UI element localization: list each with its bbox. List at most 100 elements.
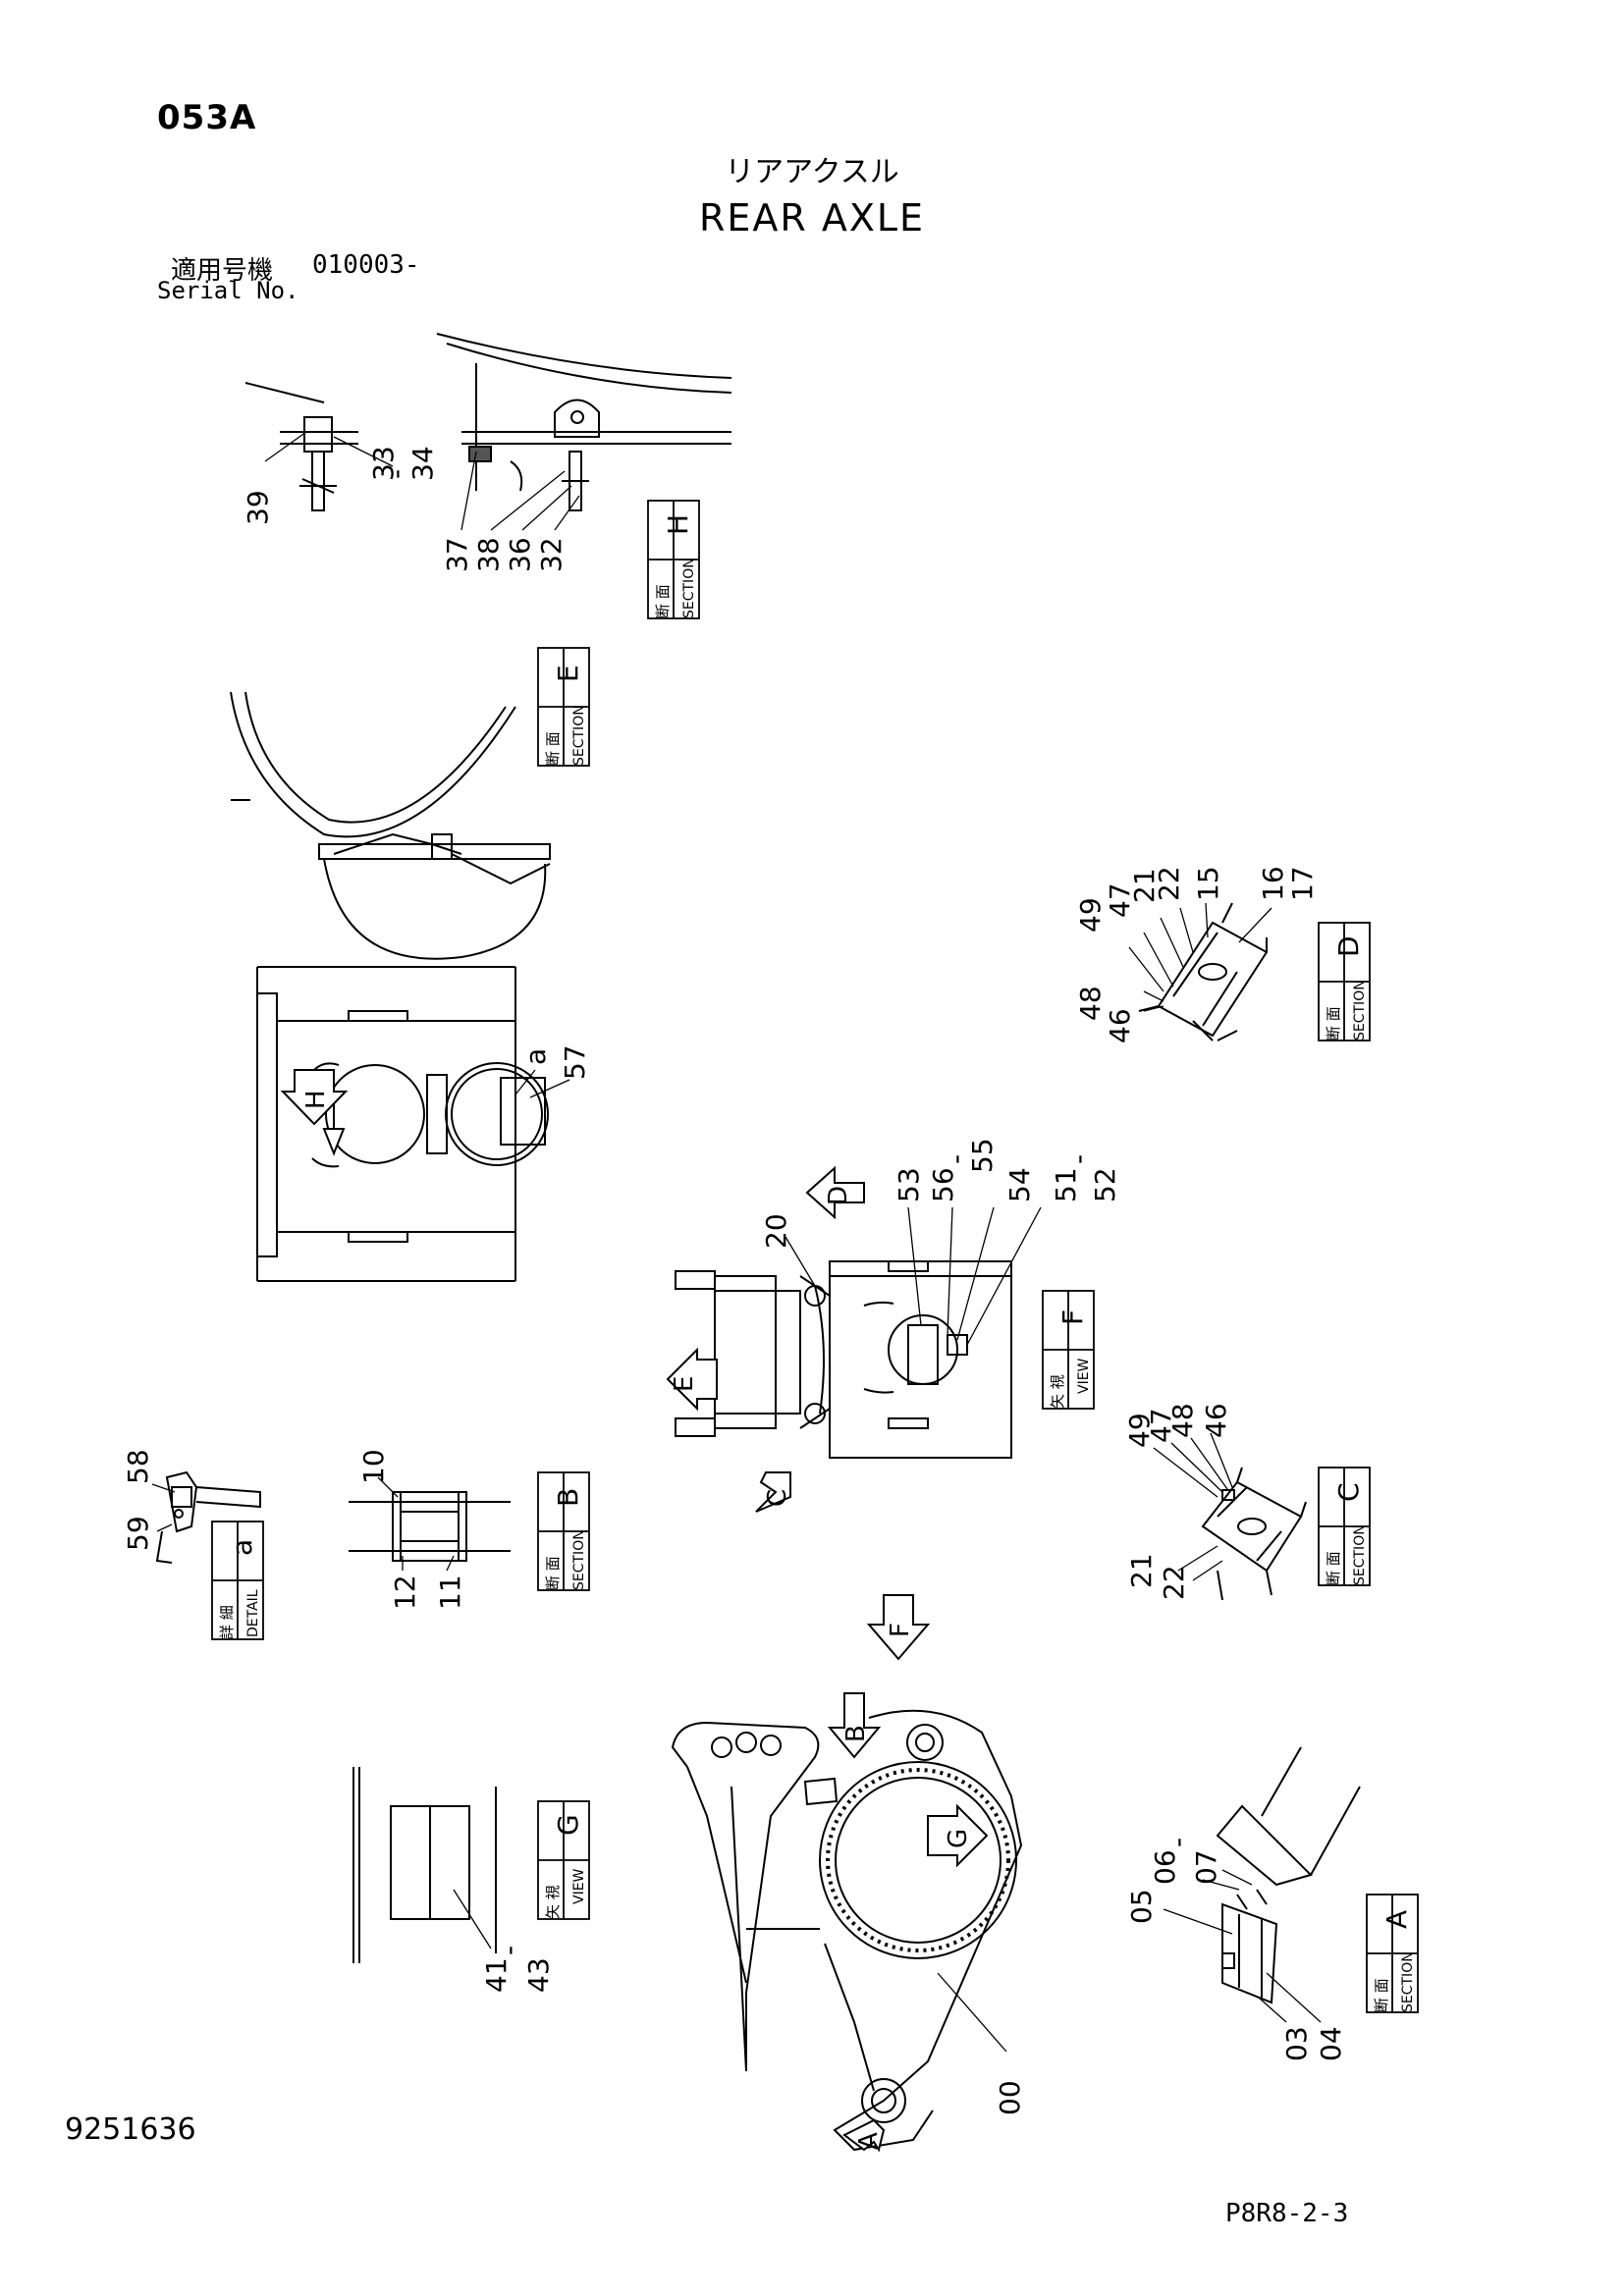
- section-a-drawing: [1216, 1746, 1361, 2004]
- part-43: 43: [522, 1957, 555, 1993]
- arrow-letter-f: F: [886, 1623, 915, 1637]
- part-00: 00: [994, 2080, 1026, 2115]
- part-dash-g: -: [493, 1946, 525, 1955]
- section-a-letter: A: [1380, 1910, 1413, 1929]
- arrow-letter-a: A: [854, 2132, 884, 2150]
- part-47-c: 47: [1145, 1408, 1177, 1443]
- part-47-d: 47: [1104, 882, 1136, 918]
- arrow-g-shape: [927, 1803, 989, 1868]
- part-53: 53: [893, 1167, 925, 1202]
- main-axle-drawing: [671, 1709, 1023, 2152]
- view-g-letter: G: [552, 1814, 584, 1836]
- part-dash-f2: -: [1062, 1154, 1095, 1164]
- view-arrows: [280, 1069, 989, 2153]
- part-39: 39: [242, 490, 274, 525]
- plan-leaders: [514, 1069, 570, 1098]
- part-21-d: 21: [1128, 868, 1161, 903]
- view-f-drawing: [675, 1260, 1012, 1459]
- arrow-letter-h: H: [301, 1090, 331, 1109]
- part-11: 11: [434, 1575, 466, 1610]
- arrow-letter-g: G: [944, 1829, 973, 1848]
- part-36: 36: [504, 537, 536, 572]
- part-37: 37: [441, 537, 473, 572]
- part-12: 12: [389, 1575, 421, 1610]
- plan-view-drawing: [256, 966, 549, 1282]
- part-56: 56: [927, 1167, 959, 1202]
- section-tag-text: 断 面 SECTION H 断 面 SECTION E 断 面 SECTION …: [218, 514, 1416, 2012]
- main-axle-leaders: [937, 1972, 1007, 2053]
- section-d-letter: D: [1332, 935, 1365, 957]
- section-b-en: SECTION: [571, 1529, 587, 1590]
- part-34: 34: [406, 446, 439, 481]
- arrow-letters: H D E C F B G A: [301, 1090, 973, 2150]
- part-46-d: 46: [1104, 1008, 1136, 1043]
- detail-a-jp: 詳 細: [218, 1605, 236, 1639]
- arrow-d-shape: [805, 1165, 865, 1220]
- detail-a-en: DETAIL: [245, 1589, 261, 1637]
- part-48-c: 48: [1166, 1403, 1199, 1438]
- view-f-en: VIEW: [1076, 1358, 1092, 1394]
- part-21-c: 21: [1125, 1553, 1158, 1588]
- part-number-labels: 39 33 - 34 37 38 36 32 49 47 21 22 15 16…: [122, 446, 1347, 2115]
- part-dash-f1: -: [940, 1154, 972, 1164]
- section-a-en: SECTION: [1400, 1951, 1416, 2012]
- part-57: 57: [559, 1044, 591, 1080]
- section-e-drawing: [230, 691, 551, 960]
- view-f-letter: F: [1056, 1309, 1089, 1325]
- arrow-b-shape: [827, 1692, 882, 1759]
- part-49-d: 49: [1074, 897, 1107, 933]
- part-10: 10: [357, 1449, 390, 1484]
- part-46-c: 46: [1200, 1403, 1232, 1438]
- section-c-jp: 断 面: [1325, 1551, 1342, 1585]
- part-detail-a-callout: a: [519, 1048, 552, 1065]
- serial-value: 010003-: [312, 250, 420, 280]
- arrow-letter-e: E: [670, 1376, 699, 1392]
- arrow-letter-d: D: [824, 1186, 853, 1205]
- part-dash-h: -: [380, 469, 412, 479]
- section-tag-boxes: [211, 500, 1419, 2013]
- section-e-letter: E: [552, 665, 584, 682]
- section-a-leaders: [1163, 1869, 1322, 2023]
- section-c-drawing: [1201, 1467, 1307, 1601]
- document-number: 9251636: [65, 2112, 196, 2147]
- drawing-code: 053A: [157, 98, 257, 137]
- section-h-jp: 断 面: [654, 584, 672, 618]
- serial-label-japanese: 適用号機: [171, 256, 274, 286]
- arrow-letter-c: C: [763, 1489, 792, 1507]
- serial-label: Serial No.: [157, 277, 299, 304]
- part-17-d: 17: [1286, 866, 1319, 901]
- section-c-leaders: [1153, 1432, 1233, 1581]
- part-51: 51: [1050, 1167, 1082, 1202]
- part-15-d: 15: [1192, 866, 1224, 901]
- part-59: 59: [122, 1516, 154, 1551]
- part-03: 03: [1280, 2026, 1313, 2061]
- section-e-en: SECTION: [571, 705, 587, 766]
- detail-a-drawing: [155, 1470, 261, 1564]
- section-d-drawing: [1138, 902, 1269, 1041]
- view-g-jp: 矢 視: [544, 1885, 562, 1919]
- part-52: 52: [1089, 1167, 1121, 1202]
- arrow-e-shape: [666, 1347, 718, 1412]
- arrow-h-shape: [280, 1069, 349, 1126]
- section-b-letter: B: [552, 1488, 584, 1507]
- view-f-leaders: [785, 1206, 1042, 1346]
- part-06: 06: [1149, 1849, 1181, 1885]
- part-41: 41: [480, 1957, 513, 1993]
- part-58: 58: [122, 1449, 154, 1484]
- part-49-c: 49: [1123, 1413, 1156, 1448]
- part-20: 20: [760, 1213, 792, 1249]
- section-c-en: SECTION: [1352, 1524, 1368, 1585]
- view-g-en: VIEW: [571, 1868, 587, 1904]
- section-b-leaders: [377, 1476, 455, 1572]
- part-55: 55: [966, 1138, 999, 1173]
- view-g-leaders: [453, 1889, 492, 1949]
- part-dash-a: -: [1162, 1838, 1194, 1847]
- part-33: 33: [367, 446, 400, 481]
- arrow-c-shape: [755, 1471, 791, 1513]
- section-h-letter: H: [662, 514, 694, 535]
- section-h-leaders: [264, 431, 580, 531]
- part-16-d: 16: [1257, 866, 1289, 901]
- part-54: 54: [1003, 1167, 1036, 1202]
- section-d-leaders: [1128, 902, 1272, 1012]
